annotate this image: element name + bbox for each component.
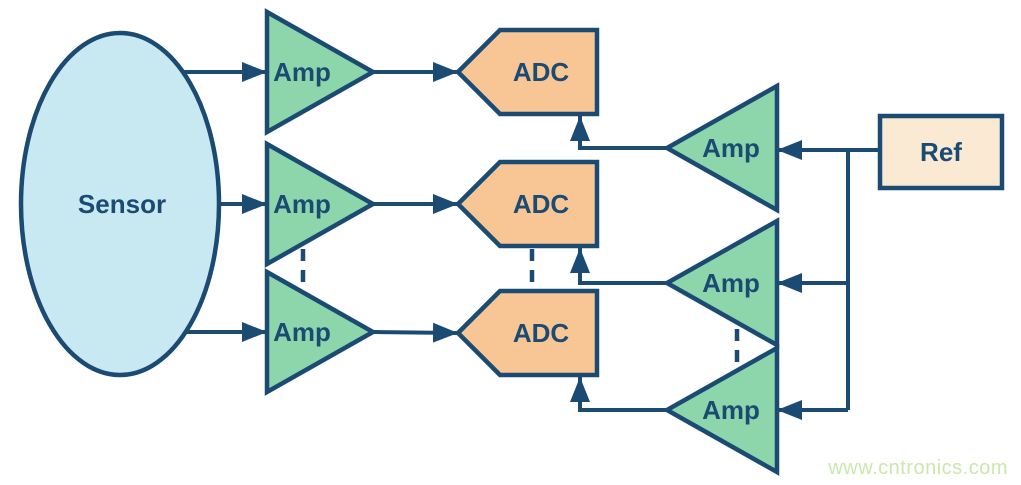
amp1-label: Amp: [273, 57, 331, 87]
adc1-label: ADC: [513, 57, 570, 87]
sensor-label: Sensor: [78, 189, 166, 219]
adc3-block: [454, 288, 600, 378]
ref-label: Ref: [920, 137, 962, 167]
ref-amp2-triangle: [662, 217, 780, 349]
ref-box: [877, 113, 1005, 191]
adc3-label: ADC: [513, 318, 570, 348]
adc2-block: [454, 159, 600, 249]
ref-amp3-label: Amp: [702, 395, 760, 425]
amp1-triangle: [264, 8, 378, 136]
arrow-refamp3-to-adc3: [570, 377, 667, 412]
ref-amp3-triangle: [662, 344, 780, 476]
amp3-triangle: [264, 268, 378, 396]
ref-amp2-label: Amp: [702, 268, 760, 298]
arrow-amp3-to-adc3: [372, 322, 459, 343]
ref-amp1-label: Amp: [702, 133, 760, 163]
amp3-label: Amp: [273, 317, 331, 347]
arrow-refamp2-to-adc2: [570, 248, 667, 285]
watermark-text: www.cntronics.com: [827, 457, 1008, 479]
amp2-label: Amp: [273, 189, 331, 219]
amp2-triangle: [264, 140, 378, 268]
ref-amp1-triangle: [662, 82, 780, 214]
adc2-label: ADC: [513, 189, 570, 219]
adc1-block: [454, 27, 600, 117]
sensor-ellipse: [18, 30, 222, 378]
arrow-refamp1-to-adc1: [570, 116, 667, 150]
